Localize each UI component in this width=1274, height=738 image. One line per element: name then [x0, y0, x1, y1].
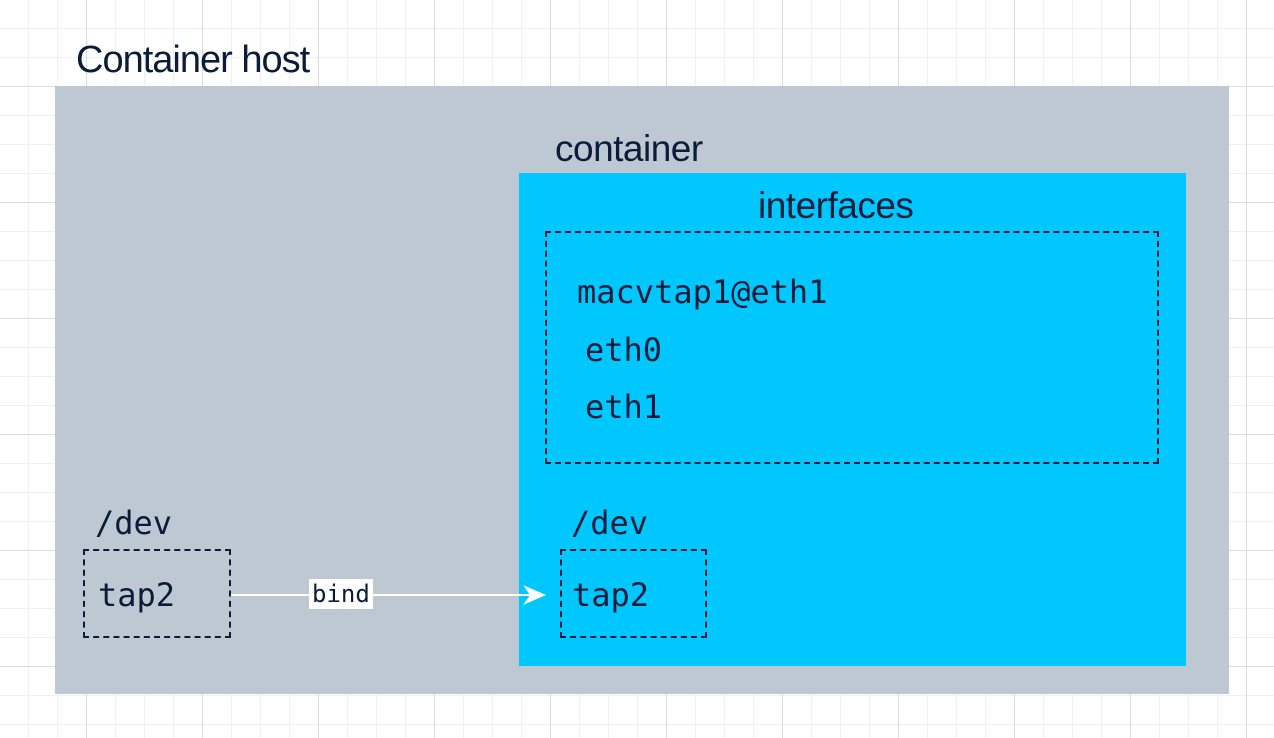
container-box	[519, 173, 1186, 666]
container-host-title: Container host	[76, 39, 310, 81]
container-tap-box	[560, 549, 707, 638]
bind-label: bind	[309, 579, 373, 609]
interfaces-title: interfaces	[758, 185, 914, 226]
bind-arrowhead-icon	[523, 585, 546, 605]
interfaces-box	[545, 231, 1159, 464]
host-tap-box	[83, 549, 231, 638]
bind-arrow	[231, 585, 546, 605]
interface-eth0: eth0	[585, 331, 663, 369]
container-tap-device: tap2	[572, 576, 650, 614]
container-title: container	[555, 128, 703, 169]
interface-eth1: eth1	[585, 388, 663, 426]
host-dev-label: /dev	[95, 504, 173, 542]
interface-macvtap1-eth1: macvtap1@eth1	[577, 273, 828, 311]
host-tap-device: tap2	[98, 576, 176, 614]
container-dev-label: /dev	[571, 504, 649, 542]
